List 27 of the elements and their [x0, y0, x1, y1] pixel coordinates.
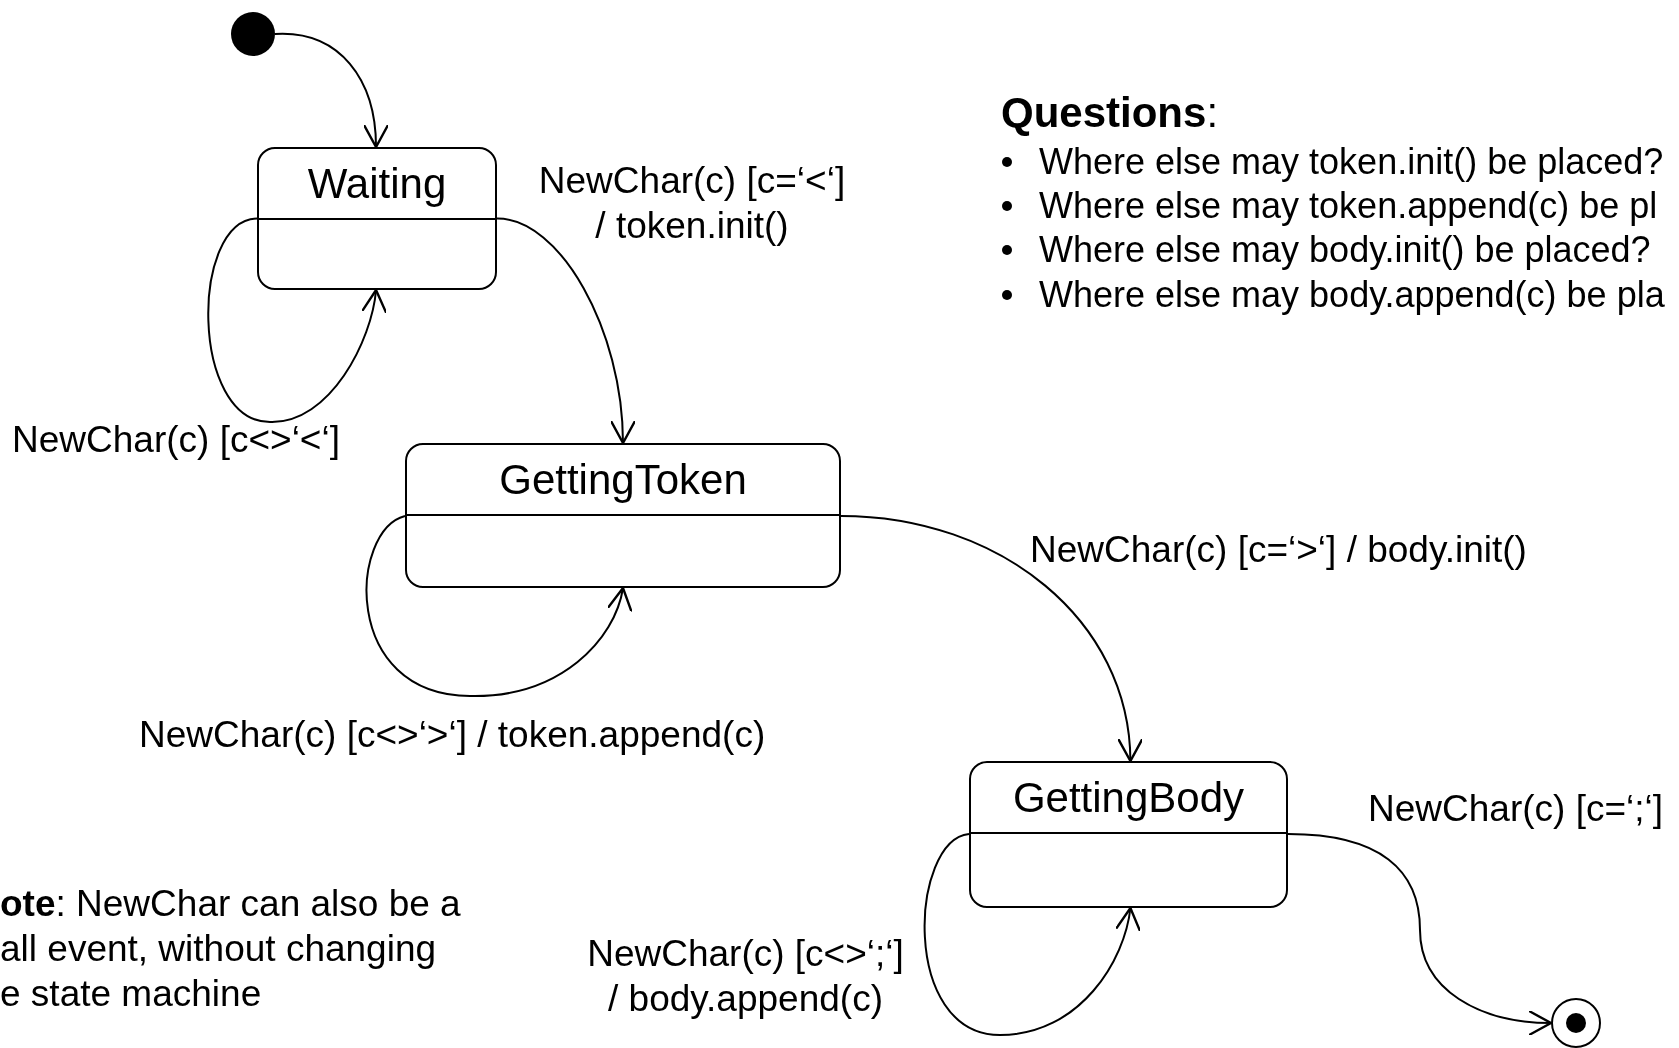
state-name: GettingToken — [499, 458, 747, 501]
transition-arrow — [496, 217, 636, 445]
state-box — [969, 761, 1288, 908]
edge-label: NewChar(c) [c<>‘;‘] / body.append(c) — [586, 932, 905, 1021]
edge-label: NewChar(c) [c=‘>‘] / body.init() — [1030, 528, 1528, 572]
heading: Questions: — [1001, 90, 1219, 135]
note-text: ote: NewChar can also be a all event, without changing e state machine — [0, 882, 462, 1016]
transition-arrow — [274, 33, 389, 149]
edge-label: NewChar(c) [c<>‘<‘] — [12, 418, 341, 462]
state-name: Waiting — [307, 162, 447, 205]
edge-label: NewChar(c) [c=‘<‘] / token.init() — [537, 159, 847, 248]
transition-arrow — [1287, 833, 1553, 1036]
question-text: Where else may token.init() be placed? — [1039, 140, 1664, 184]
initial-state — [231, 12, 275, 56]
question-text: Where else may body.init() be placed? — [1039, 228, 1651, 272]
transition-arrow — [365, 514, 632, 697]
transition-arrow — [923, 833, 1140, 1036]
state-box — [405, 443, 841, 588]
question-text: Where else may body.append(c) be pla — [1039, 273, 1665, 317]
transition-arrow — [840, 514, 1142, 763]
question-text: Where else may token.append(c) be pl — [1039, 184, 1658, 228]
state-box — [257, 147, 497, 290]
edge-label: NewChar(c) [c=‘;‘] — [1368, 787, 1665, 831]
state-name: GettingBody — [1012, 776, 1245, 819]
final-state — [1551, 998, 1601, 1048]
edge-label: NewChar(c) [c<>‘>‘] / token.append(c) — [139, 713, 767, 757]
transition-arrow — [207, 217, 387, 423]
